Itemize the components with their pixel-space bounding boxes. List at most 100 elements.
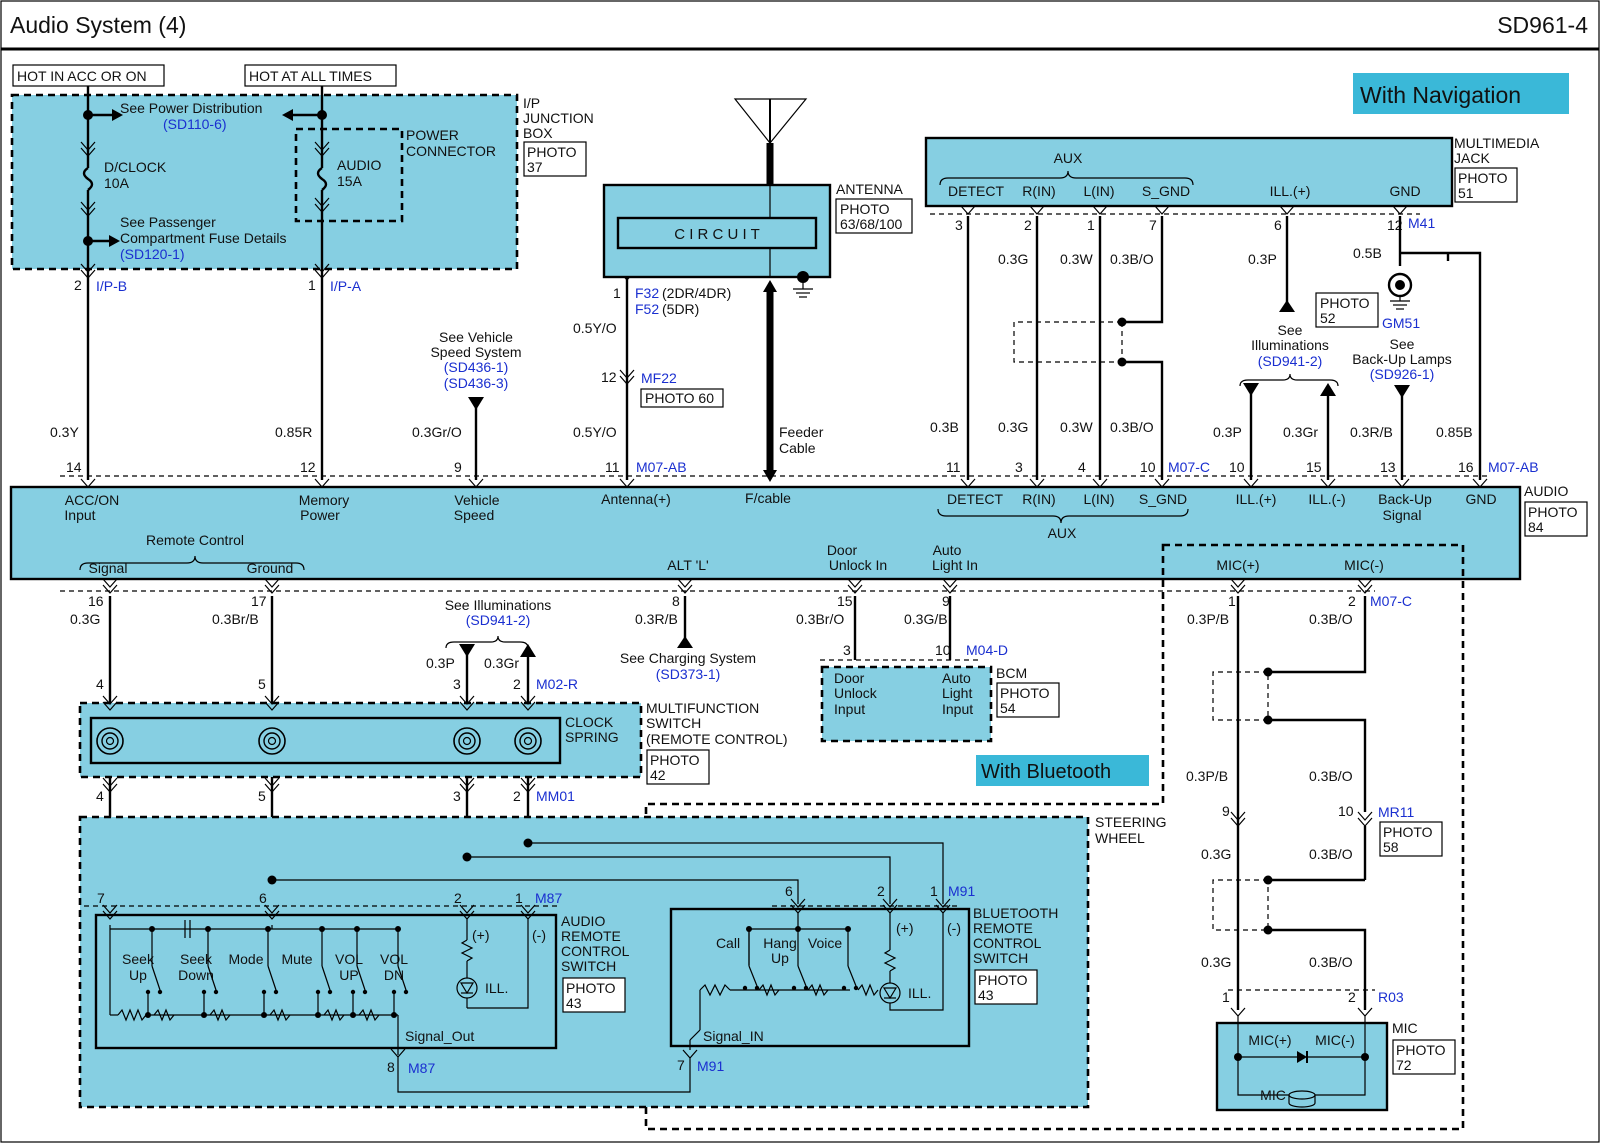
alt-l-label: ALT 'L': [667, 557, 708, 573]
mm-pin-num: 3: [955, 217, 963, 233]
mm-pin-ill: ILL.(+): [1270, 183, 1311, 199]
mm01-pin-5: 5: [258, 788, 266, 804]
spring-label: SPRING: [565, 729, 619, 745]
ip-label-3: BOX: [523, 125, 553, 141]
hot-acc-label: HOT IN ACC OR ON: [17, 68, 147, 84]
with-bluetooth-text: With Bluetooth: [981, 761, 1111, 783]
lower-ill-text: See Illuminations: [445, 597, 552, 613]
vss-ref-1[interactable]: (SD436-1): [444, 359, 509, 375]
aux-bu-ref[interactable]: (SD926-1): [1370, 366, 1435, 382]
mm-label-1: MULTIMEDIA: [1454, 135, 1540, 151]
mr11-photo: PHOTO: [1383, 824, 1433, 840]
mfs-label-3: (REMOTE CONTROL): [646, 731, 788, 747]
clock-coil-icon: [514, 727, 542, 755]
wire-03gb: 0.3G/B: [904, 611, 948, 627]
bsw-plus: (+): [896, 920, 914, 936]
aux-w03g-a: 0.3G: [998, 251, 1028, 267]
mfs-photo-num: 42: [650, 767, 666, 783]
mm-pin-num: 1: [1087, 217, 1095, 233]
aux-w03p-b: 0.3P: [1213, 424, 1242, 440]
dclock-amp: 10A: [104, 175, 130, 191]
vss-text-2: Speed System: [430, 344, 521, 360]
bsw-key-switch: [847, 965, 857, 987]
photo-60: PHOTO 60: [645, 390, 714, 406]
illm-pin-label: ILL.(-): [1308, 491, 1345, 507]
bsw-key-sublabel: Up: [771, 950, 789, 966]
fcable-pin-label: F/cable: [745, 490, 791, 506]
asw-label-4: SWITCH: [561, 958, 616, 974]
audio-bottom-chevron: [677, 578, 693, 594]
m91-bottom-connector: M91: [697, 1058, 724, 1074]
aux-ill-ref[interactable]: (SD941-2): [1258, 353, 1323, 369]
aux-w03bo-a: 0.3B/O: [1110, 251, 1154, 267]
lower-ill-ref[interactable]: (SD941-2): [466, 612, 531, 628]
f32-connector: F32: [635, 285, 659, 301]
asw-key-label: Mode: [228, 951, 263, 967]
mic-element-label: MIC: [1260, 1087, 1286, 1103]
bcm-pin-3: 3: [843, 642, 851, 658]
aux-bu-1: See: [1390, 336, 1415, 352]
audio-pin-num: 10: [1140, 459, 1156, 475]
diagram-code: SD961-4: [1497, 12, 1588, 38]
mfs-label-1: MULTIFUNCTION: [646, 700, 759, 716]
bsw-key-label: Voice: [808, 935, 842, 951]
mm-aux-label: AUX: [1054, 150, 1083, 166]
wire-03bo: 0.3B/O: [1309, 611, 1353, 627]
asw-key-sublabel: UP: [339, 967, 358, 983]
mic-w03bo-c: 0.3B/O: [1309, 954, 1353, 970]
mic-module: [1215, 1021, 1389, 1112]
vss-ref-2[interactable]: (SD436-3): [444, 375, 509, 391]
lower-w03p: 0.3P: [426, 655, 455, 671]
charging-ref[interactable]: (SD373-1): [656, 666, 721, 682]
gnd-pin-label: GND: [1465, 491, 1496, 507]
clock-coil-icon: [96, 727, 124, 755]
power-ref-link[interactable]: (SD110-6): [163, 116, 227, 132]
mic-w03pb: 0.3P/B: [1186, 768, 1228, 784]
ipa-connector: I/P-A: [330, 278, 362, 294]
mic-w03g-b: 0.3G: [1201, 954, 1231, 970]
pin-2-mic: 2: [1348, 593, 1356, 609]
bsw-pin-num: 1: [930, 883, 938, 899]
cs-pin-4: 4: [96, 676, 104, 692]
wire-03brb: 0.3Br/B: [212, 611, 259, 627]
wire-03bro: 0.3Br/O: [796, 611, 844, 627]
steering-label-2: WHEEL: [1095, 830, 1145, 846]
audio-pin-num: 16: [1458, 459, 1474, 475]
asw-pin-num: 6: [259, 890, 267, 906]
passenger-ref-link[interactable]: (SD120-1): [120, 246, 185, 262]
aux-w05b: 0.5B: [1353, 245, 1382, 261]
mm-pin-sgnd: S_GND: [1142, 183, 1190, 199]
ipb-connector: I/P-B: [96, 278, 127, 294]
mm01-connector: MM01: [536, 788, 575, 804]
power-connector-label-1: POWER: [406, 127, 459, 143]
audio-bottom-chevron: [942, 578, 958, 594]
lower-w03gr: 0.3Gr: [484, 655, 519, 671]
bcm-input-1: Input: [834, 701, 865, 717]
audio-pin-num: 11: [605, 459, 620, 475]
asw-label-3: CONTROL: [561, 943, 630, 959]
light-in-label: Light In: [932, 557, 978, 573]
f52-connector: F52: [635, 301, 659, 317]
mr11-pin-10: 10: [1338, 803, 1354, 819]
ip-label-1: I/P: [523, 95, 540, 111]
sgnd-pin-label: S_GND: [1139, 491, 1187, 507]
cs-pin-3: 3: [453, 676, 461, 692]
multimedia-jack: [924, 136, 1454, 208]
asw-key-label: Seek: [180, 951, 213, 967]
mm-pin-gnd: GND: [1389, 183, 1420, 199]
mic-label: MIC: [1392, 1020, 1418, 1036]
gm51-connector: GM51: [1382, 315, 1420, 331]
asw-plus: (+): [472, 927, 490, 943]
bcm-input-2: Input: [942, 701, 973, 717]
mf22-connector: MF22: [641, 370, 677, 386]
micm-pin-label: MIC(-): [1344, 557, 1384, 573]
audio-photo: PHOTO: [1528, 504, 1578, 520]
cs-pin-5: 5: [258, 676, 266, 692]
remote-control-label: Remote Control: [146, 532, 244, 548]
asw-key-switch: [356, 965, 366, 991]
bcm-photo-num: 54: [1000, 700, 1016, 716]
asw-key-sublabel: Down: [178, 967, 214, 983]
compartment-fuse-text: Compartment Fuse Details: [120, 230, 287, 246]
aux-w03rb: 0.3R/B: [1350, 424, 1393, 440]
aux-bu-2: Back-Up Lamps: [1352, 351, 1452, 367]
